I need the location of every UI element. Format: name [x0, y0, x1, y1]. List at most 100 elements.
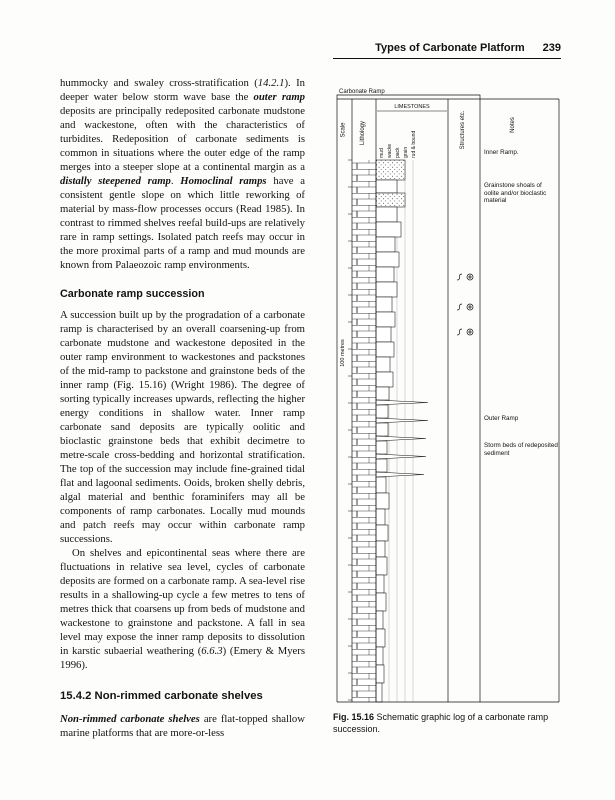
figure-caption-label: Fig. 15.16 — [333, 712, 375, 722]
gastropod-icon-center — [468, 305, 472, 309]
limestones-label: LIMESTONES — [394, 104, 430, 110]
lithology-column-fill — [352, 160, 376, 702]
log-bed — [375, 458, 388, 473]
log-bed — [375, 664, 385, 684]
log-bed — [375, 281, 398, 298]
term-outer-ramp: outer ramp — [253, 91, 306, 103]
grain-size-label-wacke: wacke — [387, 144, 393, 158]
structures-column-label: Structures etc. — [460, 110, 466, 149]
storm-bed-spike — [375, 471, 425, 478]
log-bed — [375, 356, 391, 373]
text-segment: . — [170, 175, 181, 187]
header-rule — [333, 58, 561, 59]
lithology-column-label: Lithology — [360, 121, 366, 145]
gastropod-icon-center — [468, 275, 472, 279]
grain-size-label-rud-bound: rud & bound — [411, 131, 417, 158]
figure-15-16: Carbonate Ramp Scale Lithology LIMESTONE… — [333, 85, 561, 707]
paragraph-3: On shelves and epicontinental seas where… — [60, 546, 305, 672]
log-bed — [375, 574, 385, 594]
grain-size-label-mud: mud — [379, 148, 385, 158]
page-number: 239 — [542, 42, 561, 54]
carbonate-ramp-bracket: Carbonate Ramp — [336, 89, 481, 99]
log-bed — [375, 508, 386, 526]
carbonate-ramp-label: Carbonate Ramp — [339, 89, 385, 95]
grain-size-label-pack: pack — [395, 147, 401, 158]
log-bed — [375, 206, 398, 223]
scale-ticks — [348, 159, 352, 701]
log-beds — [375, 159, 429, 703]
gastropod-icon — [466, 273, 474, 281]
text-segment: ). In deeper water below storm wave base… — [60, 77, 306, 103]
note-inner-ramp: Inner Ramp. — [484, 149, 519, 156]
storm-bed-spike — [375, 453, 427, 460]
figure-caption-text: Schematic graphic log of a carbonate ram… — [333, 712, 549, 734]
figure-caption: Fig. 15.16 Schematic graphic log of a ca… — [333, 712, 561, 735]
log-bed — [375, 341, 395, 358]
term-homoclinal-ramps: Homoclinal ramps — [180, 175, 267, 187]
log-bed — [375, 404, 389, 419]
log-bed — [375, 592, 387, 612]
log-bed — [375, 311, 396, 328]
text-segment: deposits are principally redeposited car… — [60, 105, 305, 173]
log-bed — [375, 492, 390, 510]
log-bed — [375, 556, 388, 576]
log-bed — [375, 476, 387, 494]
shell-icon — [456, 303, 463, 311]
text-segment: On shelves and epicontinental seas where… — [60, 547, 305, 657]
log-bed — [375, 610, 384, 630]
storm-bed-spike — [375, 417, 429, 424]
term-distally-steepened-ramp: distally steepened ramp — [60, 175, 171, 187]
note-storm-beds: Storm beds of redeposited sediment — [484, 442, 558, 457]
text-segment: hummocky and swaley cross-stratification… — [60, 77, 258, 89]
note-grainstone-shoals: Grainstone shoals of oolite and/or biocl… — [484, 182, 547, 205]
log-bed — [375, 326, 392, 343]
log-bed — [375, 221, 402, 238]
log-bed — [375, 266, 395, 283]
term-non-rimmed-carbonate-shelves: Non-rimmed carbonate shelves — [60, 713, 200, 725]
paragraph-1: hummocky and swaley cross-stratification… — [60, 76, 305, 272]
text-segment: ) (Emery & Myers 1996). — [60, 645, 305, 671]
log-bed — [375, 682, 383, 703]
fossil-symbols-row-2 — [456, 303, 474, 311]
log-bed — [375, 646, 384, 666]
log-bed — [375, 192, 406, 208]
shell-icon — [456, 273, 463, 281]
storm-bed-spike — [375, 399, 429, 406]
text-segment: are flat-topped shallow marine platforms… — [60, 713, 305, 739]
log-bed — [375, 524, 389, 542]
paragraph-2: A succession built up by the progradatio… — [60, 309, 305, 545]
log-bed — [375, 159, 406, 181]
scale-bar-label: 100 metres — [340, 339, 346, 367]
text-segment: have a consistent gentle slope on which … — [60, 175, 306, 271]
text-column: hummocky and swaley cross-stratification… — [60, 76, 305, 740]
page-header: Types of Carbonate Platform 239 — [333, 42, 561, 54]
section-heading-carbonate-ramp-succession: Carbonate ramp succession — [60, 288, 205, 300]
log-bed — [375, 371, 394, 388]
log-bed — [375, 251, 400, 268]
fossil-symbols-row-3 — [456, 328, 474, 336]
running-head-title: Types of Carbonate Platform — [375, 42, 525, 54]
log-bed — [375, 236, 396, 253]
log-diagram: Carbonate Ramp Scale Lithology LIMESTONE… — [336, 89, 560, 703]
section-heading-non-rimmed-carbonate-shelves: 15.4.2 Non-rimmed carbonate shelves — [60, 690, 263, 702]
text-segment-italic: 14.2.1 — [257, 77, 285, 89]
gastropod-icon — [466, 303, 474, 311]
note-outer-ramp: Outer Ramp — [484, 415, 519, 422]
chart-frame — [336, 98, 560, 703]
log-bed — [375, 540, 386, 558]
log-bed — [375, 628, 386, 648]
log-bed — [375, 179, 398, 194]
log-bed — [375, 386, 390, 401]
scale-column-label: Scale — [341, 122, 347, 138]
fossil-symbols-row-1 — [456, 273, 474, 281]
notes-column-label: Notes — [510, 117, 516, 133]
log-bed — [375, 422, 389, 437]
gastropod-icon-center — [468, 330, 472, 334]
storm-bed-spike — [375, 435, 427, 442]
paragraph-4: Non-rimmed carbonate shelves are flat-to… — [60, 712, 305, 740]
log-bed — [375, 440, 388, 455]
gastropod-icon — [466, 328, 474, 336]
grain-size-label-grain: grain — [403, 147, 409, 158]
text-segment-italic: 6.6.3 — [201, 645, 223, 657]
